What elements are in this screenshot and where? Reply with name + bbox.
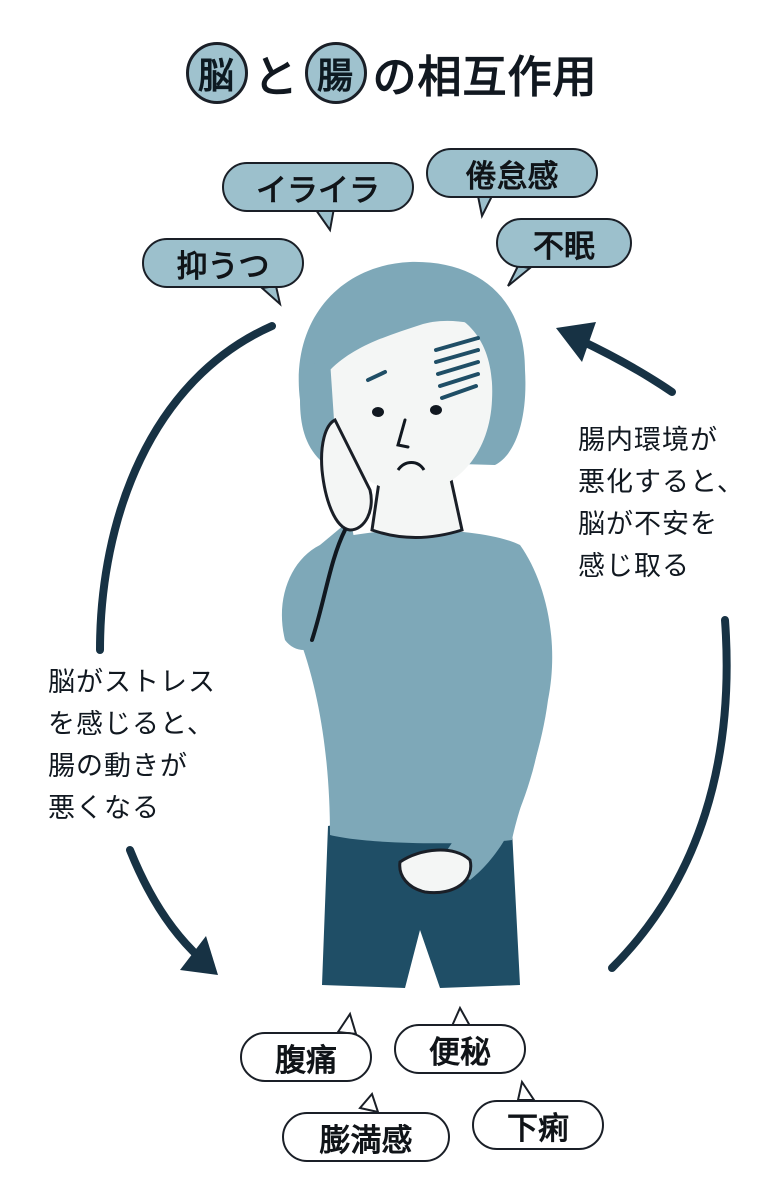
caption-line: 脳がストレス (48, 667, 216, 698)
brain-to-gut-caption: 脳がストレス を感じると、 腸の動きが 悪くなる (48, 662, 216, 830)
title-brain-circle: 脳 (185, 42, 248, 104)
left-cycle-arrow (96, 322, 276, 975)
gut-to-brain-caption: 腸内環境が 悪化すると、 脳が不安を 感じ取る (578, 420, 745, 588)
person-figure (281, 261, 553, 988)
title-rest: の相互作用 (372, 52, 598, 103)
diagram-title: 脳 と 腸 の相互作用 (0, 38, 783, 108)
caption-line: 腸の動きが (48, 751, 188, 782)
caption-line: 悪くなる (48, 793, 160, 824)
caption-line: 悪化すると、 (578, 467, 745, 498)
symptom-constipation-bubble: 便秘 (394, 1024, 526, 1074)
symptom-fatigue-bubble: 倦怠感 (426, 148, 598, 198)
symptom-bloating-bubble: 膨満感 (282, 1112, 450, 1162)
caption-line: 感じ取る (578, 551, 690, 582)
symptom-stomachache-bubble: 腹痛 (240, 1032, 372, 1082)
bubble-tails-bottom (336, 1005, 536, 1114)
symptom-irritability-bubble: イライラ (222, 162, 414, 212)
title-gut-circle: 腸 (304, 42, 367, 104)
caption-line: 脳が不安を (578, 509, 718, 540)
symptom-depression-bubble: 抑うつ (142, 238, 304, 288)
bubble-tails-top (259, 195, 533, 307)
right-cycle-arrow (556, 322, 731, 972)
title-conjunction: と (253, 52, 299, 103)
symptom-diarrhea-bubble: 下痢 (472, 1100, 604, 1150)
symptom-insomnia-bubble: 不眠 (496, 218, 632, 268)
caption-line: 腸内環境が (578, 425, 718, 456)
caption-line: を感じると、 (48, 709, 215, 740)
